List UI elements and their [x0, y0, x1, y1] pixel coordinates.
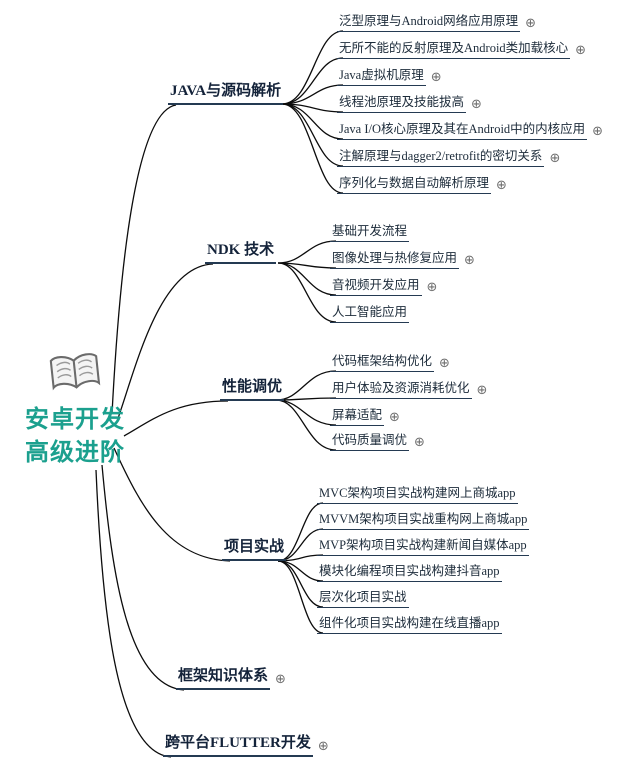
topic-label: 代码质量调优 — [330, 432, 410, 451]
topic-componentized-live[interactable]: 组件化项目实战构建在线直播app — [317, 615, 502, 634]
branch-label: 项目实战 — [222, 538, 287, 561]
topic-label: 屏幕适配 — [330, 407, 385, 426]
root-title: 安卓开发 高级进阶 — [0, 404, 150, 470]
branch-projects[interactable]: 项目实战 — [222, 538, 287, 561]
expand-icon[interactable]: ⊕ — [317, 739, 329, 754]
topic-label: 基础开发流程 — [330, 223, 410, 242]
branch-ndk[interactable]: NDK 技术 — [205, 241, 277, 264]
topic-modular-douyin[interactable]: 模块化编程项目实战构建抖音app — [317, 563, 502, 582]
branch-label: 框架知识体系 — [176, 667, 271, 690]
topic-threadpool[interactable]: 线程池原理及技能拔高 ⊕ — [337, 94, 482, 113]
book-icon — [49, 353, 101, 391]
topic-label: 序列化与数据自动解析原理 — [337, 175, 492, 194]
topic-label: MVC架构项目实战构建网上商城app — [317, 485, 518, 504]
expand-icon[interactable]: ⊕ — [439, 356, 450, 371]
topic-audio-video[interactable]: 音视频开发应用 ⊕ — [330, 277, 437, 296]
connector — [277, 262, 337, 269]
topic-ux-resource[interactable]: 用户体验及资源消耗优化 ⊕ — [330, 380, 487, 399]
topic-label: MVVM架构项目实战重构网上商城app — [317, 511, 530, 530]
connector — [277, 262, 337, 323]
topic-label: 用户体验及资源消耗优化 — [330, 380, 472, 399]
topic-image-hotfix[interactable]: 图像处理与热修复应用 ⊕ — [330, 250, 475, 269]
connector — [275, 399, 337, 426]
topic-label: 线程池原理及技能拔高 — [337, 94, 467, 113]
connector — [101, 464, 185, 691]
topic-jvm[interactable]: Java虚拟机原理 ⊕ — [337, 67, 442, 86]
topic-label: Java I/O核心原理及其在Android中的内核应用 — [337, 121, 588, 140]
expand-icon[interactable]: ⊕ — [592, 124, 604, 139]
expand-icon[interactable]: ⊕ — [389, 410, 400, 425]
topic-label: MVP架构项目实战构建新闻自媒体app — [317, 537, 529, 556]
root-title-line1: 安卓开发 — [25, 407, 125, 433]
expand-icon[interactable]: ⊕ — [426, 280, 438, 295]
topic-label: 无所不能的反射原理及Android类加载核心 — [337, 40, 571, 59]
topic-label: 代码框架结构优化 — [330, 353, 435, 372]
branch-label: JAVA与源码解析 — [168, 82, 284, 105]
topic-ai[interactable]: 人工智能应用 — [330, 304, 410, 323]
topic-label: 组件化项目实战构建在线直播app — [317, 615, 502, 634]
topic-label: 注解原理与dagger2/retrofit的密切关系 — [337, 148, 545, 167]
topic-code-structure[interactable]: 代码框架结构优化 ⊕ — [330, 353, 450, 372]
topic-code-quality[interactable]: 代码质量调优 ⊕ — [330, 432, 425, 451]
expand-icon[interactable]: ⊕ — [549, 151, 561, 166]
connector — [275, 370, 337, 401]
expand-icon[interactable]: ⊕ — [464, 253, 475, 268]
topic-label: 模块化编程项目实战构建抖音app — [317, 563, 502, 582]
connector — [281, 103, 344, 194]
branch-label: 跨平台FLUTTER开发 — [163, 734, 313, 757]
connector — [281, 103, 344, 113]
expand-icon[interactable]: ⊕ — [430, 70, 442, 85]
branch-performance[interactable]: 性能调优 — [220, 378, 285, 401]
connector — [275, 397, 337, 401]
expand-icon[interactable]: ⊕ — [575, 43, 587, 58]
topic-generics[interactable]: 泛型原理与Android网络应用原理 ⊕ — [337, 13, 536, 32]
topic-layered-project[interactable]: 层次化项目实战 — [317, 589, 409, 608]
topic-annotations[interactable]: 注解原理与dagger2/retrofit的密切关系 ⊕ — [337, 148, 560, 167]
expand-icon[interactable]: ⊕ — [275, 672, 286, 687]
topic-label: 音视频开发应用 — [330, 277, 422, 296]
connector — [281, 30, 344, 105]
topic-mvp-news[interactable]: MVP架构项目实战构建新闻自媒体app — [317, 537, 529, 556]
connector — [95, 469, 172, 758]
topic-serialization[interactable]: 序列化与数据自动解析原理 ⊕ — [337, 175, 507, 194]
connector — [281, 84, 344, 105]
topic-label: Java虚拟机原理 — [337, 67, 426, 86]
connector — [281, 103, 344, 140]
branch-label: NDK 技术 — [205, 241, 277, 264]
connector — [277, 240, 337, 264]
expand-icon[interactable]: ⊕ — [471, 97, 482, 112]
topic-java-io[interactable]: Java I/O核心原理及其在Android中的内核应用 ⊕ — [337, 121, 603, 140]
connector — [281, 103, 344, 167]
expand-icon[interactable]: ⊕ — [476, 383, 488, 398]
root-topic[interactable]: 安卓开发 高级进阶 — [0, 344, 150, 470]
topic-screen-adapt[interactable]: 屏幕适配 ⊕ — [330, 407, 400, 426]
root-title-line2: 高级进阶 — [25, 440, 125, 466]
expand-icon[interactable]: ⊕ — [414, 435, 425, 450]
branch-java-source[interactable]: JAVA与源码解析 — [168, 82, 284, 105]
branch-label: 性能调优 — [220, 378, 285, 401]
topic-label: 人工智能应用 — [330, 304, 410, 323]
connector — [281, 57, 344, 105]
expand-icon[interactable]: ⊕ — [496, 178, 507, 193]
topic-mvvm-mall[interactable]: MVVM架构项目实战重构网上商城app — [317, 511, 530, 530]
connector — [275, 399, 337, 451]
topic-mvc-mall[interactable]: MVC架构项目实战构建网上商城app — [317, 485, 518, 504]
topic-label: 图像处理与热修复应用 — [330, 250, 460, 269]
topic-label: 泛型原理与Android网络应用原理 — [337, 13, 521, 32]
branch-flutter[interactable]: 跨平台FLUTTER开发 ⊕ — [163, 734, 329, 757]
topic-reflection[interactable]: 无所不能的反射原理及Android类加载核心 ⊕ — [337, 40, 586, 59]
topic-label: 层次化项目实战 — [317, 589, 409, 608]
expand-icon[interactable]: ⊕ — [525, 16, 537, 31]
connector — [277, 262, 337, 296]
branch-framework-knowledge[interactable]: 框架知识体系 ⊕ — [176, 667, 286, 690]
topic-ndk-basics[interactable]: 基础开发流程 — [330, 223, 410, 242]
